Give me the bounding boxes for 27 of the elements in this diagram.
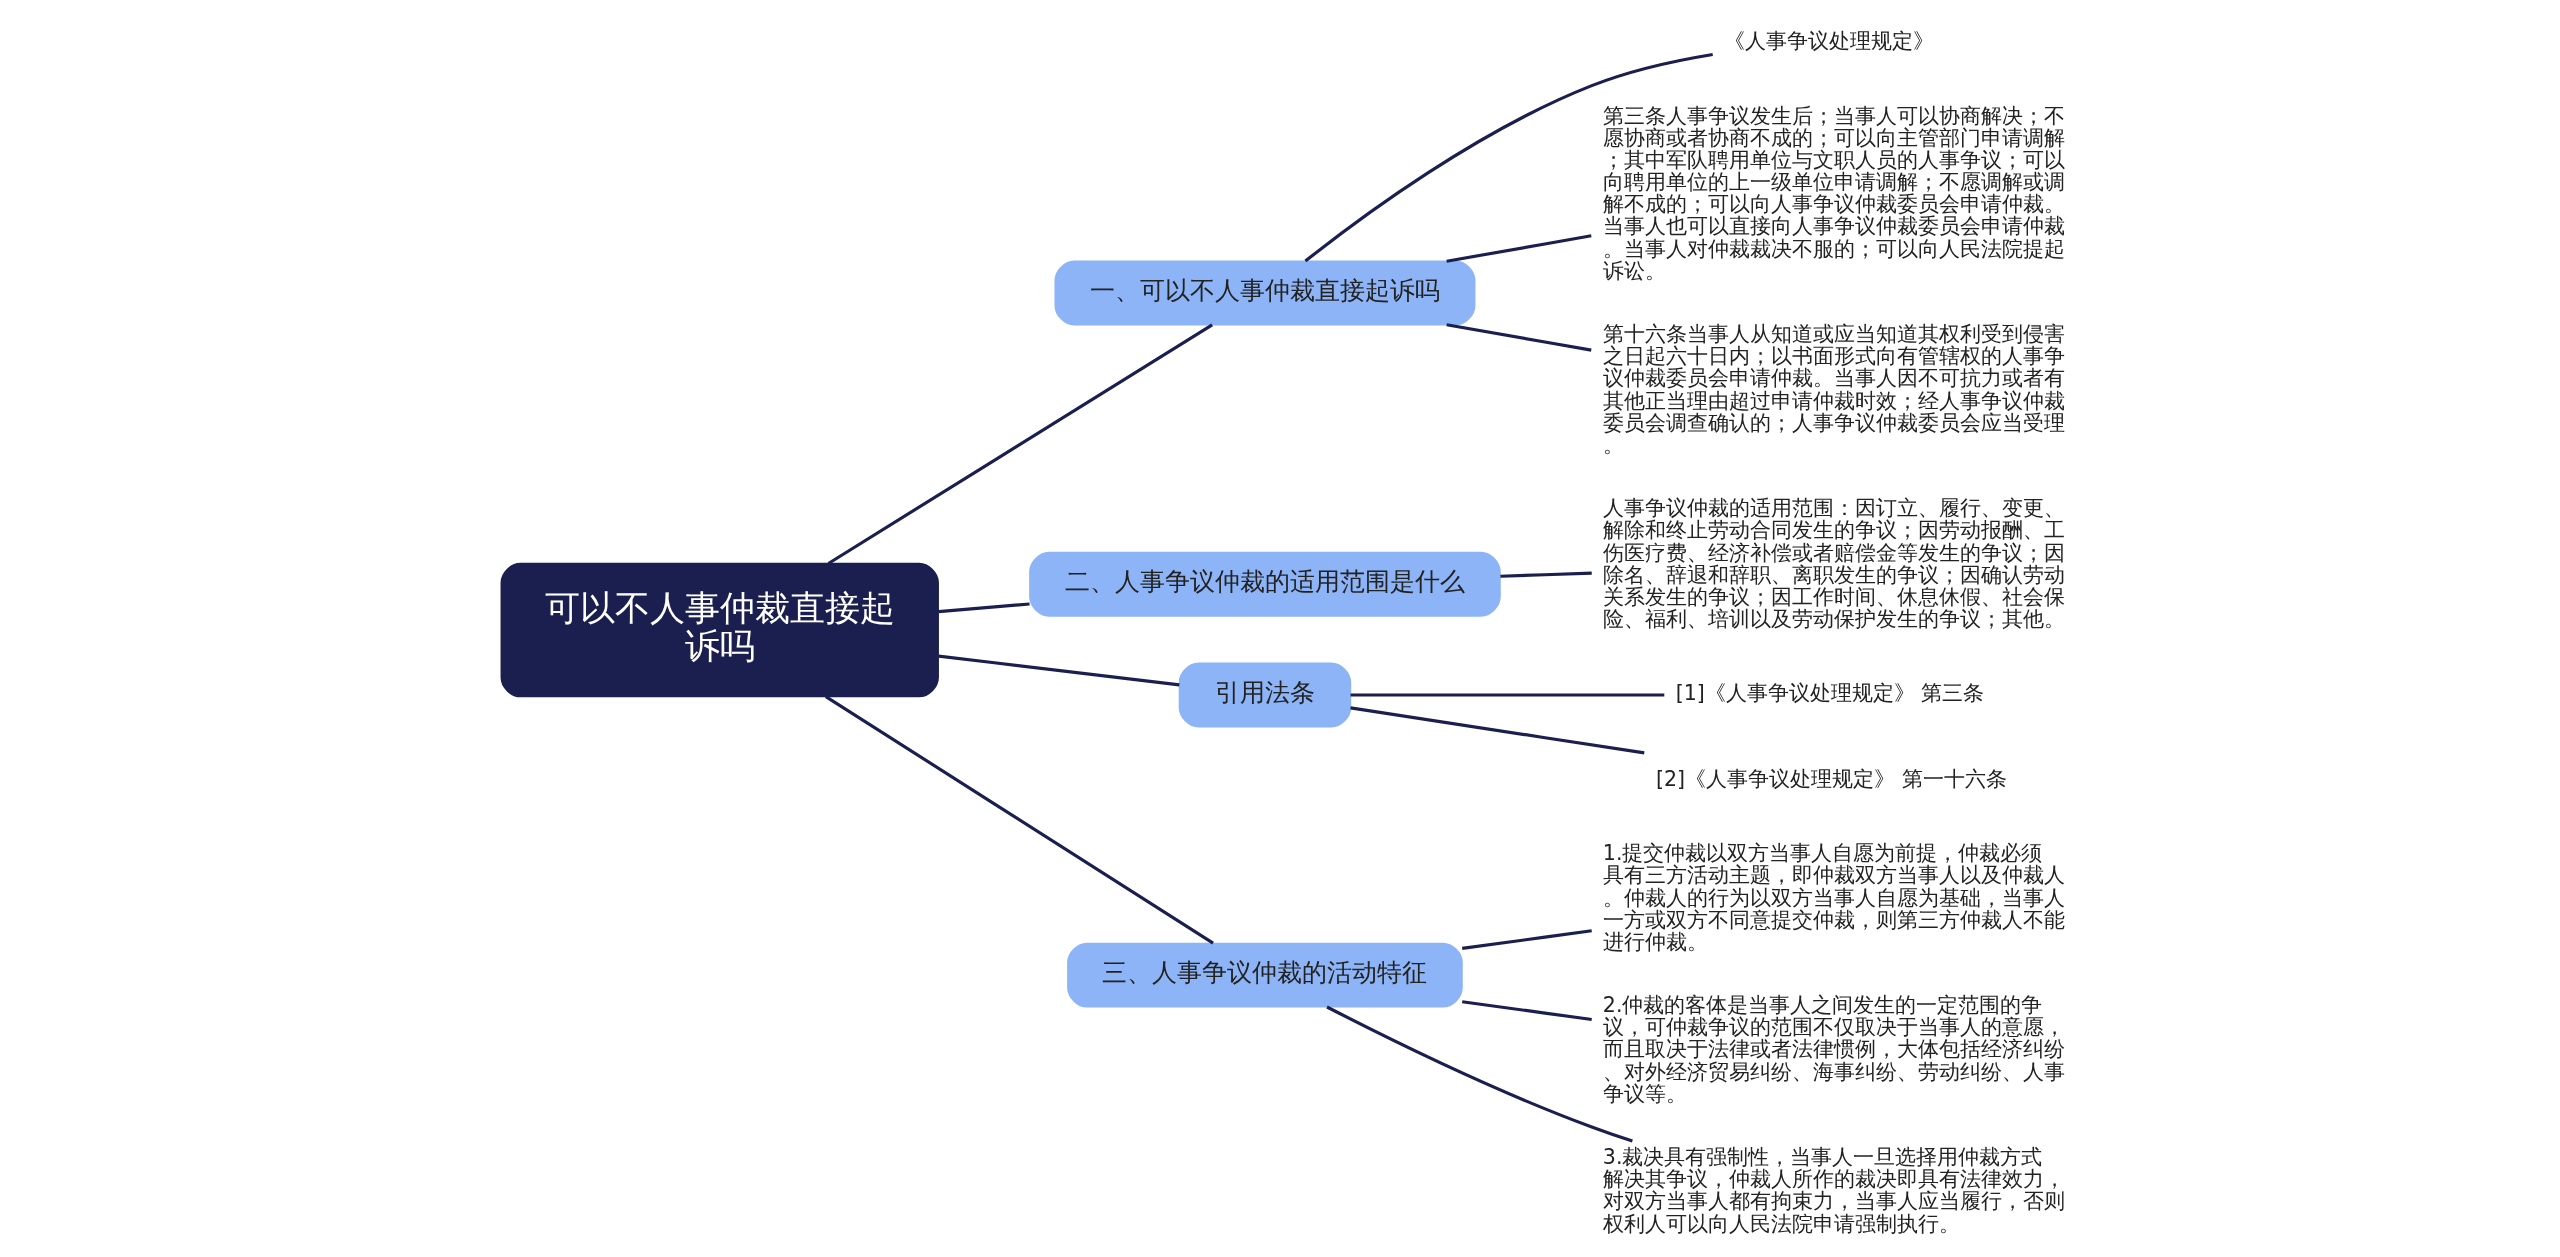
connector xyxy=(1350,693,1665,697)
connector xyxy=(1446,234,1592,263)
connector xyxy=(938,602,1030,614)
connector xyxy=(1461,1000,1592,1022)
node-text: 第十六条当事人从知道或应当知道其权利受到侵害之日起六十日内；以书面形式向有管辖权的人事争议仲裁委员会申请仲裁。当事人因不可抗力或者有其他正当理由超过申请仲裁时效；经人事争议仲裁委员会调查确认的；人事争议仲裁委员会应当受理。 xyxy=(1602,322,2065,457)
connector xyxy=(827,323,1213,565)
node-text: 《人事争议处理规定》 xyxy=(1723,29,1934,54)
node-box: 一、可以不人事仲裁直接起诉吗 xyxy=(1054,260,1476,326)
node-text: 人事争议仲裁的适用范围：因订立、履行、变更、解除和终止劳动合同发生的争议；因劳动报酬、工伤医疗费、经济补偿或者赔偿金等发生的争议；因除名、辞退和辞职、离职发生的争议；因确认劳动关系发生的争议；因工作时间、休息休假、社会保险、福利、培训以及劳动保护发生的争议；其他。 xyxy=(1602,496,2065,631)
connector xyxy=(825,695,1214,945)
node-text: 第三条人事争议发生后；当事人可以协商解决；不愿协商或者协商不成的；可以向主管部门申请调解；其中军队聘用单位与文职人员的人事争议；可以向聘用单位的上一级单位申请调解；不愿调解或调解不成的；可以向人事争议仲裁委员会申请仲裁。当事人也可以直接向人事争议仲裁委员会申请仲裁。当事人对仲裁裁决不服的；可以向人民法院提起诉讼。 xyxy=(1602,103,2065,283)
node-box: 三、人事争议仲裁的活动特征 xyxy=(1067,942,1463,1008)
node-box: 可以不人事仲裁直接起诉吗 xyxy=(500,562,939,698)
connector xyxy=(1326,1005,1633,1143)
node-text: 3.裁决具有强制性，当事人一旦选择用仲裁方式解决其争议，仲裁人所作的裁决即具有法律效力，对双方当事人都有拘束力，当事人应当履行，否则权利人可以向人民法院申请强制执行。 xyxy=(1602,1145,2065,1236)
node-text: [2]《人事争议处理规定》 第一十六条 xyxy=(1655,766,2007,791)
node-text: 2.仲裁的客体是当事人之间发生的一定范围的争议，可仲裁争议的范围不仅取决于当事人的意愿，而且取决于法律或者法律惯例，大体包括经济纠纷、对外经济贸易纠纷、海事纠纷、劳动纠纷、人事争议等。 xyxy=(1602,993,2065,1106)
connector xyxy=(1304,52,1713,263)
connector xyxy=(1461,929,1592,950)
connector xyxy=(1446,323,1592,352)
connector xyxy=(938,654,1180,687)
node-text: [1]《人事争议处理规定》 第三条 xyxy=(1675,681,1985,706)
node-text: 1.提交仲裁以双方当事人自愿为前提，仲裁必须具有三方活动主题，即仲裁双方当事人以及仲裁人。仲裁人的行为以双方当事人自愿为基础，当事人一方或双方不同意提交仲裁，则第三方仲裁人不能进行仲裁。 xyxy=(1602,841,2065,954)
node-box: 引用法条 xyxy=(1178,662,1352,728)
node-box: 二、人事争议仲裁的适用范围是什么 xyxy=(1029,551,1501,617)
connector xyxy=(1350,706,1645,755)
connector xyxy=(1500,571,1592,578)
